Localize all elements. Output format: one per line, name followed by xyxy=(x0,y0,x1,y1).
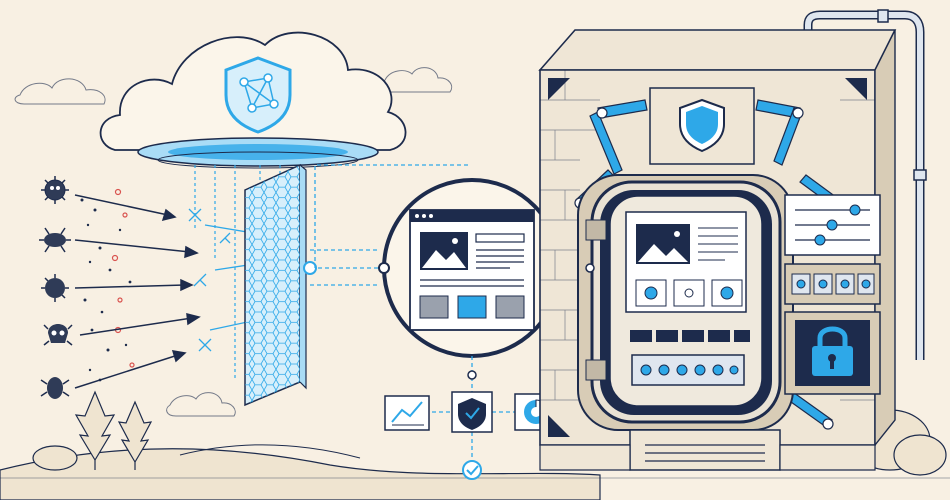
shield-icon xyxy=(649,87,755,165)
button-panel xyxy=(784,263,881,305)
control-strip xyxy=(630,330,750,386)
image-icon xyxy=(420,232,468,270)
skull-icon xyxy=(43,324,73,346)
security-cloud xyxy=(99,31,407,169)
bug-icon xyxy=(39,227,71,253)
threat-particles xyxy=(80,188,135,382)
virus-icon xyxy=(41,176,69,204)
bug-icon xyxy=(40,377,70,399)
mesh-shield-icon xyxy=(244,163,317,407)
slider-panel-icon xyxy=(784,194,881,256)
web-page-icon xyxy=(409,209,535,331)
line-chart-icon xyxy=(384,395,430,431)
connector-lines xyxy=(310,164,470,286)
threat-column xyxy=(39,176,73,399)
vault xyxy=(538,29,897,471)
threat-arrows xyxy=(74,194,201,389)
check-icon xyxy=(462,460,482,480)
vault-screen xyxy=(625,211,747,313)
shield-check-icon xyxy=(451,391,493,433)
lock-icon xyxy=(784,311,881,395)
pipe-icon xyxy=(803,9,927,360)
image-icon xyxy=(636,224,690,264)
shield-network-icon xyxy=(224,56,292,134)
virus-icon xyxy=(41,274,69,302)
process-nodes xyxy=(384,356,558,480)
